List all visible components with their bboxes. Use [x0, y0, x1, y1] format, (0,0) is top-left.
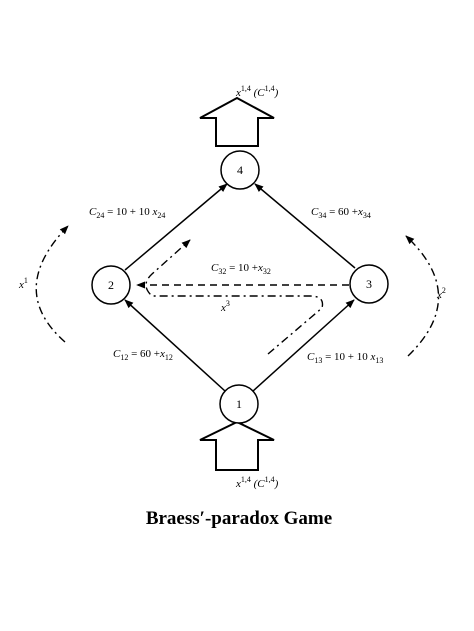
- edge-3-4: [254, 183, 356, 269]
- edge-1-2: [124, 299, 226, 392]
- path-label-x3: x3: [220, 299, 230, 314]
- inflow-arrow: [199, 420, 275, 471]
- svg-text:3: 3: [366, 277, 372, 291]
- edge-label-c13: C13 = 10 + 10 x13: [307, 351, 383, 365]
- edge-2-4: [124, 183, 228, 271]
- edge-1-3: [252, 299, 355, 392]
- edge-label-c24: C24 = 10 + 10 x24: [89, 206, 165, 220]
- path-label-x1: x1: [18, 276, 28, 291]
- inflow-label: x1,4 (C1,4): [235, 475, 279, 490]
- edge-label-c12: C12 = 60 +x12: [113, 348, 173, 362]
- svg-text:1: 1: [236, 397, 242, 411]
- path-label-x2: x2: [436, 286, 446, 301]
- svg-text:4: 4: [237, 163, 243, 177]
- node-4: 4: [220, 150, 260, 190]
- svg-text:2: 2: [108, 278, 114, 292]
- edge-label-c34: C34 = 60 +x34: [311, 206, 371, 220]
- path-flow-x3: [145, 239, 324, 355]
- node-2: 2: [91, 265, 131, 305]
- outflow-arrow: [199, 96, 275, 147]
- diagram-title: Braess′-paradox Game: [146, 508, 332, 529]
- node-3: 3: [349, 264, 389, 304]
- edge-label-c32: C32 = 10 +x32: [211, 262, 271, 276]
- node-1: 1: [219, 384, 259, 424]
- path-flow-x1: [35, 225, 69, 343]
- outflow-label: x1,4 (C1,4): [235, 84, 279, 99]
- path-flow-x2: [405, 235, 440, 357]
